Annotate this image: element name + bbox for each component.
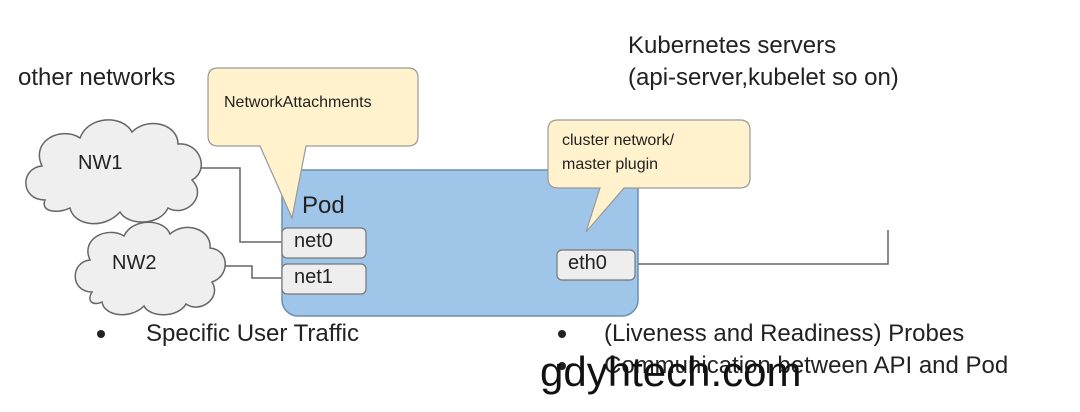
net1-box: [281, 263, 367, 295]
eth0-label: eth0: [568, 252, 607, 274]
kubernetes-servers-label-line1: Kubernetes servers: [628, 32, 837, 59]
cluster-network-callout: [547, 119, 751, 233]
network-attachments-text: NetworkAttachments: [224, 94, 372, 111]
nw2-net1-connector: [220, 265, 282, 279]
bullet-dot-left: [97, 330, 105, 338]
nw1-label: NW1: [78, 152, 123, 174]
net1-label: net1: [294, 266, 333, 288]
other-networks-label: other networks: [18, 64, 176, 91]
bullet-dot-right-2: [558, 362, 566, 370]
kubernetes-servers-label-line2: (api-server,kubelet so on): [628, 64, 899, 91]
bullet-right-text-1: (Liveness and Readiness) Probes: [604, 320, 965, 347]
net0-box: [281, 227, 367, 259]
cluster-network-text-line1: cluster network/: [562, 132, 675, 149]
nw2-cloud: [74, 221, 226, 316]
bullet-right-text-2: Communication between API and Pod: [604, 352, 1009, 379]
pod-label: Pod: [302, 192, 345, 219]
nw1-net0-connector: [200, 167, 282, 243]
bullet-left-text: Specific User Traffic: [146, 320, 359, 347]
cluster-network-text-line2: master plugin: [562, 156, 659, 173]
nw1-cloud: [25, 119, 203, 225]
watermark: gdyhtech.com: [540, 348, 802, 395]
eth0-box: [556, 249, 636, 281]
bullet-dot-right-1: [558, 330, 566, 338]
network-attachments-callout: [207, 67, 419, 220]
net0-label: net0: [294, 230, 333, 252]
nw2-label: NW2: [112, 252, 157, 274]
eth0-k8s-connector: [636, 230, 889, 265]
